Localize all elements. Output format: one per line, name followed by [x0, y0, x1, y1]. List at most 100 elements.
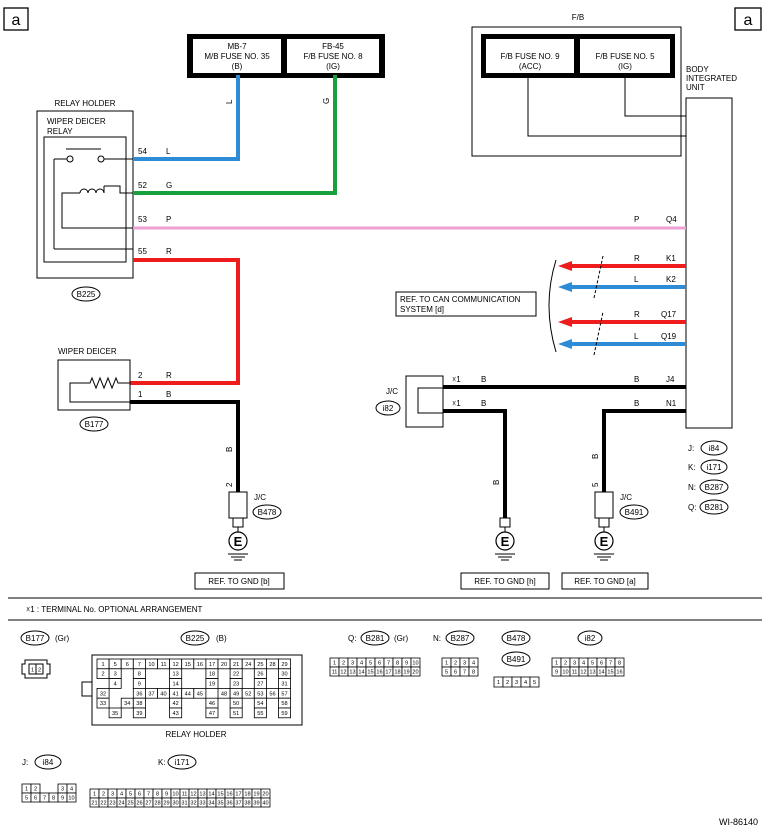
- b225-pin-20: 20: [221, 662, 227, 668]
- b225-pin-45-cell: [193, 688, 207, 699]
- i171-pin-4: 4: [120, 792, 123, 798]
- b281-pin-11: 11: [332, 670, 338, 676]
- i84-pin-6: 6: [34, 796, 37, 802]
- b287-pin-2: 2: [454, 661, 457, 667]
- biu-label-3: UNIT: [686, 83, 705, 92]
- gnd1-pin: 2: [225, 482, 234, 487]
- b225-pin-8: 8: [138, 672, 141, 678]
- i171-pin-8: 8: [156, 792, 159, 798]
- view-b225-code: B225: [186, 634, 205, 643]
- terminal-j4: J4: [666, 375, 675, 384]
- fb9-fuse-line: F/B FUSE NO. 9: [500, 52, 560, 61]
- i84-pin-9: 9: [61, 796, 64, 802]
- legend-q-code: B281: [705, 503, 724, 512]
- corner-label-right: a: [734, 7, 762, 31]
- b225-pin-39-cell: [132, 707, 146, 719]
- j4-wire-color: B: [634, 375, 639, 384]
- b225-pin-35: 35: [112, 711, 118, 717]
- wiper-deicer-connector: B177: [85, 420, 104, 429]
- can-q17-color: R: [634, 310, 640, 319]
- fuse-block-top: MB-7 M/B FUSE NO. 35 (B) FB-45 F/B FUSE …: [187, 34, 385, 78]
- n1-wire-color: B: [634, 399, 639, 408]
- relay-holder-title: RELAY HOLDER: [54, 99, 115, 108]
- b225-pin-46: 46: [209, 701, 215, 707]
- terminal-q17: Q17: [661, 310, 677, 319]
- wire-54-L: [133, 75, 240, 161]
- relay-title-2: RELAY: [47, 127, 73, 136]
- body-integrated-unit: BODY INTEGRATED UNIT: [685, 65, 737, 429]
- b281-pin-12: 12: [340, 670, 346, 676]
- i84-pin-5: 5: [25, 796, 28, 802]
- can-k2-color: L: [634, 275, 639, 284]
- wiper-pin-2: 2: [138, 371, 143, 380]
- i84-pin-10: 10: [68, 796, 74, 802]
- b225-pin-43-cell: [169, 707, 183, 719]
- b287-pin-8-cell: [468, 666, 479, 677]
- b287-pin-3: 3: [463, 661, 466, 667]
- fb-title: F/B: [572, 13, 584, 22]
- b225-pin-4: 4: [114, 682, 117, 688]
- i171-pin-15: 15: [217, 792, 223, 798]
- i171-pin-10: 10: [172, 792, 178, 798]
- b225-pin-12: 12: [173, 662, 179, 668]
- relay-title-1: WIPER DEICER: [47, 117, 106, 126]
- terminal-k1: K1: [666, 254, 676, 263]
- view-b287-code: B287: [451, 634, 470, 643]
- i82-pin-8: 8: [618, 661, 621, 667]
- svg-text:a: a: [744, 12, 753, 29]
- b225-pin-30: 30: [281, 672, 287, 678]
- i171-pin-40-cell: [260, 797, 271, 808]
- i171-pin-40: 40: [262, 801, 268, 807]
- i171-pin-23: 23: [109, 801, 115, 807]
- b225-pin-6: 6: [126, 662, 129, 668]
- view-b177-suffix: (Gr): [55, 634, 70, 643]
- relay-wires: 54 L 52 G 53 P 55 R L G P Q4: [130, 75, 686, 385]
- i171-pin-24: 24: [118, 801, 124, 807]
- legend-k-prefix: K:: [688, 463, 696, 472]
- b491-pin-2: 2: [506, 680, 509, 686]
- i82-pin-1: 1: [555, 661, 558, 667]
- b225-pin-49: 49: [233, 691, 239, 697]
- b491-pin-5: 5: [533, 680, 536, 686]
- b225-pin-33-cell: [96, 697, 110, 709]
- fb5-fuse-sub: (IG): [618, 62, 632, 71]
- gnd-ref-a: REF. TO GND [a]: [574, 577, 636, 586]
- i171-pin-1: 1: [93, 792, 96, 798]
- i171-pin-14: 14: [208, 792, 214, 798]
- b281-pin-14: 14: [358, 670, 364, 676]
- gnd1-wire-color: B: [225, 447, 234, 452]
- b225-pin-7: 7: [138, 662, 141, 668]
- terminal-q19: Q19: [661, 332, 677, 341]
- i171-pin-36: 36: [226, 801, 232, 807]
- pin-55-label: 55: [138, 247, 147, 256]
- view-i84-code: i84: [43, 758, 54, 767]
- b225-pin-15: 15: [185, 662, 191, 668]
- i171-pin-11: 11: [182, 792, 188, 798]
- i82-pin-10: 10: [562, 670, 568, 676]
- i171-pin-27: 27: [145, 801, 151, 807]
- b225-pin-54: 54: [257, 701, 263, 707]
- i84-pin-8: 8: [52, 796, 55, 802]
- mb7-fuse-line: M/B FUSE NO. 35: [204, 52, 270, 61]
- b281-pin-2: 2: [342, 661, 345, 667]
- b281-pin-20: 20: [412, 670, 418, 676]
- i171-pin-6: 6: [138, 792, 141, 798]
- view-b177-pin-1: 1: [31, 668, 34, 674]
- view-i171-prefix: K:: [158, 758, 166, 767]
- terminal-k2: K2: [666, 275, 676, 284]
- i82-pin-16-cell: [614, 666, 625, 677]
- i84-pin-4: 4: [70, 787, 73, 793]
- fb45-title: FB-45: [322, 42, 344, 51]
- b225-pin-59-cell: [278, 707, 292, 719]
- b225-pin-48: 48: [221, 691, 227, 697]
- b281-pin-7: 7: [387, 661, 390, 667]
- b225-pin-25: 25: [257, 662, 263, 668]
- jc-i82-title: J/C: [386, 387, 398, 396]
- can-ref-line-2: SYSTEM [d]: [400, 305, 444, 314]
- connector-legend: J: i84 K: i171 N: B287 Q: B281: [688, 440, 729, 515]
- fb45-wire-color: G: [322, 98, 331, 104]
- b287-pin-6: 6: [454, 670, 457, 676]
- b491-pin-3: 3: [515, 680, 518, 686]
- i171-pin-22: 22: [100, 801, 106, 807]
